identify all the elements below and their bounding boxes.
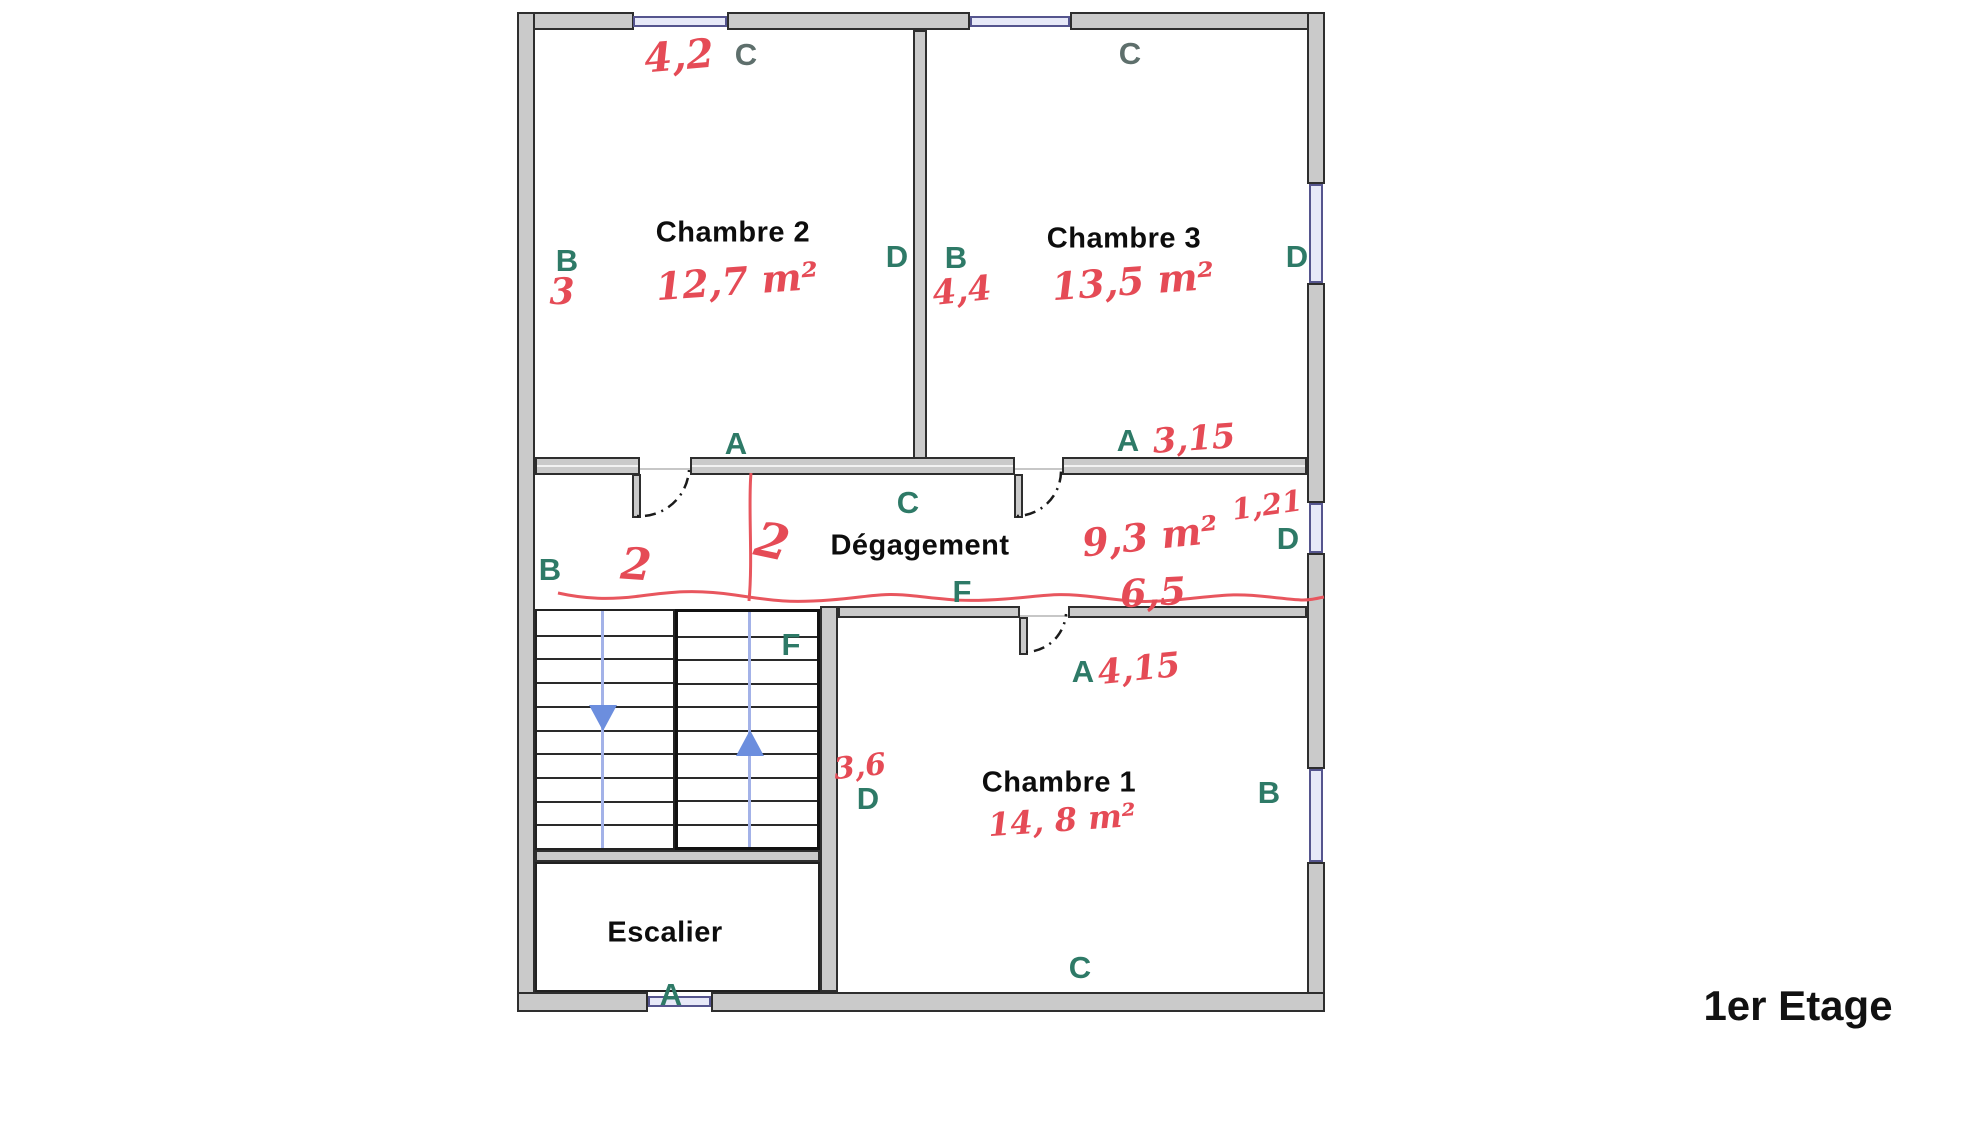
- red-note-9: 2: [749, 511, 795, 573]
- room-title-escalier: Escalier: [607, 916, 723, 949]
- wall-chambre1-top-2: [1068, 606, 1307, 618]
- wall-letter-b-9: B: [538, 552, 562, 587]
- window-right-chambre1: [1309, 769, 1323, 862]
- red-measure-line-horizontal: [557, 590, 1325, 603]
- wall-letter-c-0: C: [734, 37, 758, 72]
- wall-letter-d-11: D: [1276, 521, 1300, 556]
- red-measure-line-vertical: [747, 472, 753, 602]
- wall-letter-d-14: D: [856, 781, 880, 816]
- door-leaf-chambre2: [632, 474, 641, 518]
- wall-chambre1-top-1: [838, 606, 1020, 618]
- room-title-chambre-2: Chambre 2: [655, 216, 811, 249]
- stair-tread: [537, 800, 673, 803]
- wall-top-mid-segment: [727, 12, 970, 30]
- wall-letter-b-15: B: [1257, 775, 1281, 810]
- stair-tread: [678, 635, 817, 638]
- red-note-8: 6,5: [1118, 567, 1188, 617]
- stair-flight-up: [675, 609, 820, 850]
- stair-tread: [537, 824, 673, 827]
- wall-chambre1-left: [820, 606, 838, 992]
- stair-up-arrow-icon: [736, 730, 764, 756]
- wall-degagement-top-3: [1062, 457, 1307, 475]
- stair-tread: [537, 634, 673, 637]
- wall-bottom-left-segment: [517, 992, 648, 1012]
- wall-letter-d-2: D: [885, 239, 909, 274]
- wall-letter-a-3: A: [724, 426, 748, 461]
- red-note-1: 3: [549, 271, 575, 313]
- door-arc-chambre1: [1025, 613, 1068, 654]
- red-note-13: 14, 8 m²: [986, 795, 1138, 845]
- wall-letter-a-7: A: [1116, 423, 1140, 458]
- floor-title: 1er Etage: [1703, 982, 1893, 1029]
- window-top-chambre2: [633, 16, 727, 27]
- wall-letter-f-10: F: [952, 574, 972, 609]
- door-leaf-chambre1: [1019, 617, 1028, 655]
- wall-letter-b-1: B: [555, 243, 579, 278]
- wall-letter-a-13: A: [1071, 654, 1095, 689]
- red-note-4: 13,5 m²: [1050, 252, 1216, 310]
- wall-right-segment-2: [1307, 283, 1325, 503]
- stair-tread: [678, 706, 817, 708]
- wall-letter-d-6: D: [1285, 239, 1309, 274]
- window-right-degagement: [1309, 503, 1323, 553]
- red-note-0: 4,2: [642, 29, 716, 83]
- escalier-room-box: [535, 862, 820, 992]
- stair-guide-line: [748, 612, 751, 847]
- stair-tread: [678, 682, 817, 685]
- wall-right-segment-1: [1307, 12, 1325, 184]
- wall-left-outer: [517, 12, 535, 1012]
- window-bottom-escalier: [648, 996, 711, 1007]
- wall-degagement-top-1: [535, 457, 640, 475]
- stair-tread: [678, 823, 817, 826]
- stair-tread: [537, 776, 673, 779]
- stair-tread: [537, 753, 673, 756]
- wall-degagement-top-2: [690, 457, 1015, 475]
- room-title-degagement: Dégagement: [830, 529, 1010, 562]
- stair-tread: [678, 800, 817, 802]
- wall-between-chambre2-chambre3: [913, 30, 927, 459]
- red-note-3: 4,4: [930, 268, 994, 314]
- wall-letter-c-8: C: [896, 485, 920, 520]
- wall-right-segment-4: [1307, 862, 1325, 1012]
- wall-right-segment-3: [1307, 553, 1325, 769]
- stair-flight-down: [535, 609, 675, 850]
- red-note-5: 3,15: [1151, 416, 1237, 462]
- wall-top-right-segment: [1070, 12, 1325, 30]
- wall-stairs-escalier: [535, 850, 820, 862]
- stair-tread: [537, 658, 673, 661]
- stair-tread: [678, 659, 817, 661]
- window-right-chambre3: [1309, 184, 1323, 283]
- wall-letter-a-17: A: [659, 977, 683, 1012]
- red-note-12: 3,6: [832, 746, 888, 788]
- door-arc-chambre3: [1016, 470, 1063, 518]
- room-title-chambre-3: Chambre 3: [1046, 222, 1202, 255]
- red-note-11: 4,15: [1095, 644, 1183, 694]
- wall-letter-b-5: B: [944, 240, 968, 275]
- door-leaf-chambre3: [1014, 474, 1023, 518]
- red-note-7: 9,3 m²: [1079, 506, 1221, 566]
- red-note-2: 12,7 m²: [654, 252, 820, 310]
- red-note-10: 2: [618, 538, 654, 592]
- stair-tread: [678, 776, 817, 779]
- room-title-chambre-1: Chambre 1: [981, 766, 1137, 799]
- door-arc-chambre2: [636, 469, 691, 518]
- wall-letter-c-16: C: [1068, 950, 1092, 985]
- wall-letter-c-4: C: [1118, 36, 1142, 71]
- stair-tread: [537, 682, 673, 685]
- stair-down-arrow-icon: [589, 705, 617, 731]
- window-top-chambre3: [970, 16, 1070, 27]
- wall-letter-f-12: F: [781, 627, 801, 662]
- wall-bottom-right-segment: [711, 992, 1325, 1012]
